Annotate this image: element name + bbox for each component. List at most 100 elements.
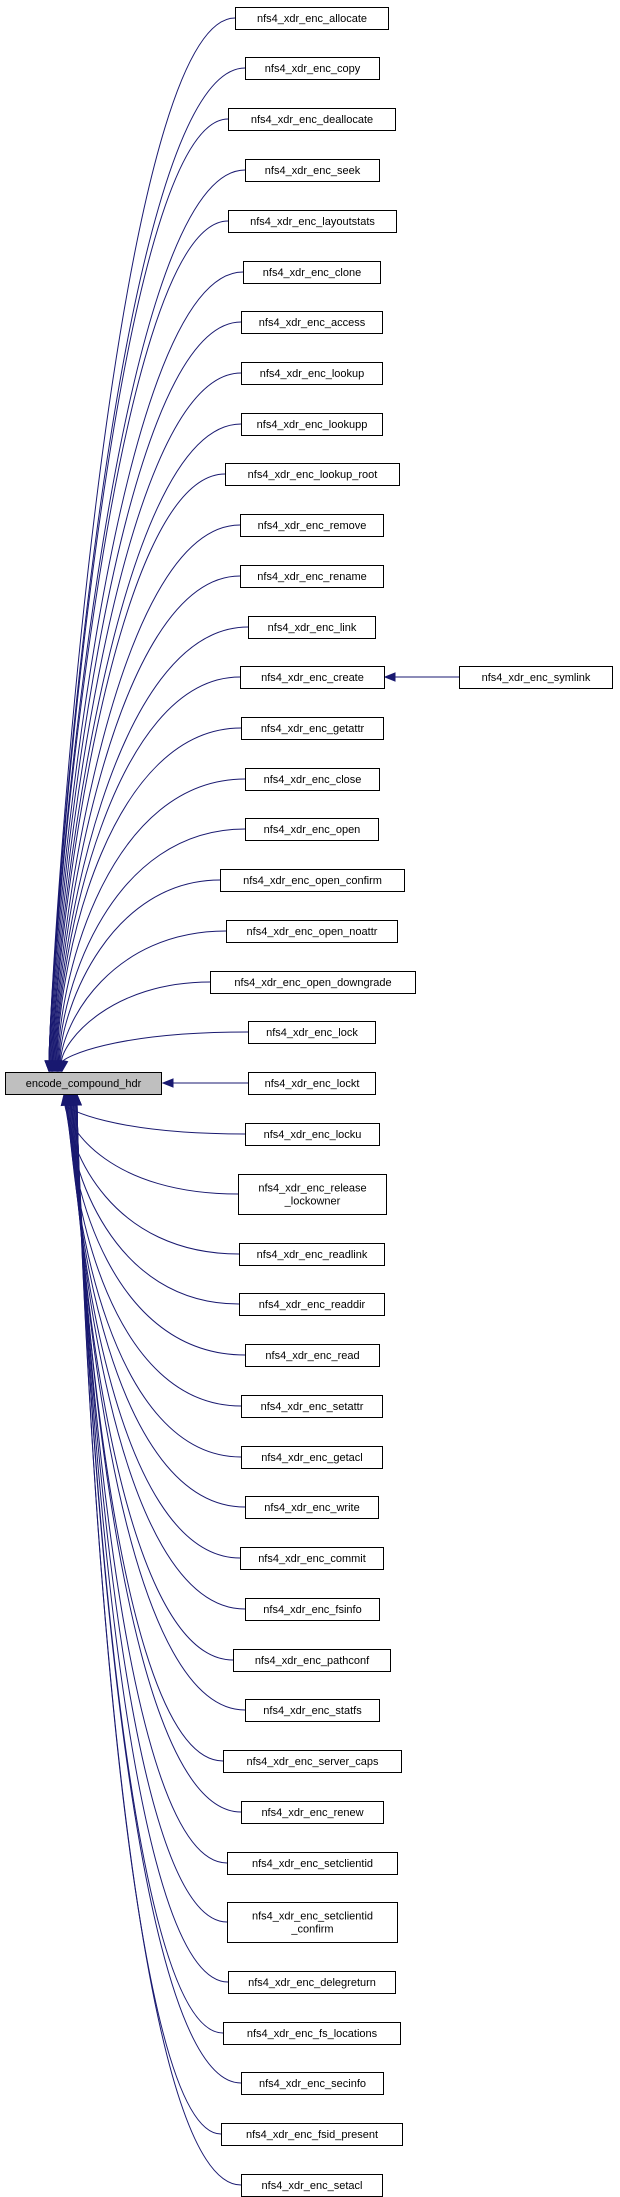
node-box — [245, 768, 380, 791]
node-deallocate[interactable]: nfs4_xdr_enc_deallocate — [228, 108, 396, 131]
node-setacl[interactable]: nfs4_xdr_enc_setacl — [241, 2174, 383, 2197]
node-label: nfs4_xdr_enc_readdir — [259, 1299, 366, 1311]
node-label: nfs4_xdr_enc_open — [264, 824, 361, 836]
node-fs_locations[interactable]: nfs4_xdr_enc_fs_locations — [223, 2022, 401, 2045]
node-box — [241, 413, 383, 436]
node-box — [243, 261, 381, 284]
node-statfs[interactable]: nfs4_xdr_enc_statfs — [245, 1699, 380, 1722]
node-box — [5, 1072, 162, 1095]
node-getattr[interactable]: nfs4_xdr_enc_getattr — [241, 717, 384, 740]
node-release_lockowner[interactable]: nfs4_xdr_enc_release_lockowner — [238, 1174, 387, 1215]
node-label: nfs4_xdr_enc_deallocate — [251, 114, 373, 126]
node-box — [240, 565, 384, 588]
node-locku[interactable]: nfs4_xdr_enc_locku — [245, 1123, 380, 1146]
node-box — [228, 1971, 396, 1994]
node-label: nfs4_xdr_enc_allocate — [257, 13, 367, 25]
node-box — [239, 1243, 385, 1266]
node-server_caps[interactable]: nfs4_xdr_enc_server_caps — [223, 1750, 402, 1773]
node-secinfo[interactable]: nfs4_xdr_enc_secinfo — [241, 2072, 384, 2095]
node-open_confirm[interactable]: nfs4_xdr_enc_open_confirm — [220, 869, 405, 892]
node-open[interactable]: nfs4_xdr_enc_open — [245, 818, 379, 841]
node-allocate[interactable]: nfs4_xdr_enc_allocate — [235, 7, 389, 30]
node-label: nfs4_xdr_enc_fsinfo — [263, 1604, 361, 1616]
node-encode_compound_hdr[interactable]: encode_compound_hdr — [5, 1072, 162, 1095]
node-label: nfs4_xdr_enc_fs_locations — [247, 2028, 378, 2040]
node-label: nfs4_xdr_enc_open_confirm — [243, 875, 382, 887]
edge-arrowhead — [161, 1078, 174, 1088]
edge-deallocate — [48, 118, 229, 1063]
edges — [44, 17, 459, 2186]
node-lookup[interactable]: nfs4_xdr_enc_lookup — [241, 362, 383, 385]
node-create[interactable]: nfs4_xdr_enc_create — [240, 666, 385, 689]
node-label: nfs4_xdr_enc_link — [268, 622, 357, 634]
edge-setclientid — [75, 1103, 228, 1864]
edge-locku — [63, 1103, 246, 1135]
node-rename[interactable]: nfs4_xdr_enc_rename — [240, 565, 384, 588]
node-link[interactable]: nfs4_xdr_enc_link — [248, 616, 376, 639]
node-label: nfs4_xdr_enc_delegreturn — [248, 1977, 376, 1989]
node-pathconf[interactable]: nfs4_xdr_enc_pathconf — [233, 1649, 391, 1672]
edge-setacl — [76, 1103, 242, 2186]
node-box — [227, 1902, 398, 1943]
node-label: nfs4_xdr_enc_lookup — [260, 368, 365, 380]
node-getacl[interactable]: nfs4_xdr_enc_getacl — [241, 1446, 383, 1469]
node-box — [228, 210, 397, 233]
node-label: nfs4_xdr_enc_fsid_present — [246, 2129, 378, 2141]
node-layoutstats[interactable]: nfs4_xdr_enc_layoutstats — [228, 210, 397, 233]
edge-open_confirm — [59, 879, 221, 1063]
node-label: encode_compound_hdr — [26, 1078, 142, 1090]
node-fsinfo[interactable]: nfs4_xdr_enc_fsinfo — [245, 1598, 380, 1621]
node-label: nfs4_xdr_enc_create — [261, 672, 364, 684]
node-label: nfs4_xdr_enc_lockt — [265, 1078, 360, 1090]
node-open_downgrade[interactable]: nfs4_xdr_enc_open_downgrade — [210, 971, 416, 994]
edge-arrowhead — [72, 1093, 82, 1106]
edge-close — [57, 778, 246, 1063]
node-copy[interactable]: nfs4_xdr_enc_copy — [245, 57, 380, 80]
node-close[interactable]: nfs4_xdr_enc_close — [245, 768, 380, 791]
node-read[interactable]: nfs4_xdr_enc_read — [245, 1344, 380, 1367]
edge-server_caps — [73, 1103, 224, 1762]
edge-arrowhead — [383, 672, 396, 682]
node-box — [235, 7, 389, 30]
node-label: nfs4_xdr_enc_rename — [257, 571, 366, 583]
edge-fsinfo — [71, 1103, 246, 1610]
node-lock[interactable]: nfs4_xdr_enc_lock — [248, 1021, 376, 1044]
node-label: nfs4_xdr_enc_pathconf — [255, 1655, 370, 1667]
node-lookupp[interactable]: nfs4_xdr_enc_lookupp — [241, 413, 383, 436]
node-label: nfs4_xdr_enc_write — [264, 1502, 359, 1514]
node-access[interactable]: nfs4_xdr_enc_access — [241, 311, 383, 334]
edge-getattr — [56, 727, 242, 1063]
node-setclientid[interactable]: nfs4_xdr_enc_setclientid — [227, 1852, 398, 1875]
node-renew[interactable]: nfs4_xdr_enc_renew — [241, 1801, 384, 1824]
node-symlink[interactable]: nfs4_xdr_enc_symlink — [459, 666, 613, 689]
edge-readlink — [65, 1103, 240, 1255]
node-clone[interactable]: nfs4_xdr_enc_clone — [243, 261, 381, 284]
edge-setattr — [67, 1103, 242, 1407]
node-box — [228, 108, 396, 131]
node-readdir[interactable]: nfs4_xdr_enc_readdir — [239, 1293, 385, 1316]
node-remove[interactable]: nfs4_xdr_enc_remove — [240, 514, 384, 537]
node-fsid_present[interactable]: nfs4_xdr_enc_fsid_present — [221, 2123, 403, 2146]
node-box — [245, 57, 380, 80]
node-seek[interactable]: nfs4_xdr_enc_seek — [245, 159, 380, 182]
node-label: nfs4_xdr_enc_lookup_root — [248, 469, 378, 481]
node-label: nfs4_xdr_enc_close — [264, 774, 362, 786]
edge-pathconf — [72, 1103, 234, 1661]
node-label: nfs4_xdr_enc_clone — [263, 267, 361, 279]
edge-statfs — [72, 1103, 246, 1711]
node-label: _lockowner — [284, 1196, 341, 1208]
node-setclientid_confirm[interactable]: nfs4_xdr_enc_setclientid_confirm — [227, 1902, 398, 1943]
node-label: nfs4_xdr_enc_layoutstats — [250, 216, 375, 228]
node-setattr[interactable]: nfs4_xdr_enc_setattr — [241, 1395, 383, 1418]
node-open_noattr[interactable]: nfs4_xdr_enc_open_noattr — [226, 920, 398, 943]
node-label: nfs4_xdr_enc_setclientid — [252, 1858, 373, 1870]
node-lockt[interactable]: nfs4_xdr_enc_lockt — [248, 1072, 376, 1095]
edge-lock — [61, 1031, 249, 1063]
node-commit[interactable]: nfs4_xdr_enc_commit — [240, 1547, 384, 1570]
node-write[interactable]: nfs4_xdr_enc_write — [245, 1496, 379, 1519]
node-lookup_root[interactable]: nfs4_xdr_enc_lookup_root — [225, 463, 400, 486]
node-readlink[interactable]: nfs4_xdr_enc_readlink — [239, 1243, 385, 1266]
node-box — [241, 311, 383, 334]
node-delegreturn[interactable]: nfs4_xdr_enc_delegreturn — [228, 1971, 396, 1994]
node-box — [245, 1598, 380, 1621]
